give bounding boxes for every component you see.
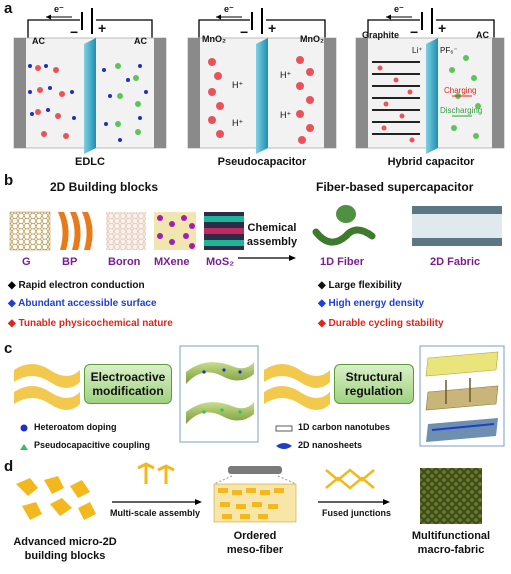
hybrid-pf6-ion-label: PF₆⁻ <box>440 46 458 55</box>
micro-2d-blocks-graphic <box>16 476 96 520</box>
electroactive-sheets-panel <box>179 345 259 443</box>
macro-fabric-graphic <box>420 468 482 524</box>
legend-carbon-nanotubes: 1D carbon nanotubes <box>298 422 391 432</box>
arrow-label-line1: Chemical <box>247 222 297 234</box>
left-bullet-3: ◆ Tunable physicochemical nature <box>8 318 173 329</box>
diamond-icon: ◆ <box>8 298 16 309</box>
pseudo-electron-label: e⁻ <box>224 4 234 14</box>
panel-b-label: b <box>4 172 14 189</box>
material-bp: BP <box>62 256 78 268</box>
pseudo-ion-label-1: H⁺ <box>232 80 244 90</box>
right-bullet-3: ◆ Durable cycling stability <box>318 318 444 329</box>
charging-label: Charging <box>444 86 477 95</box>
fused-junctions-label: Fused junctions <box>322 508 392 518</box>
fiber-label: 1D Fiber <box>320 256 365 268</box>
step3-line1: Multifunctional <box>411 530 491 542</box>
panel-a-label: a <box>4 0 13 17</box>
diamond-icon: ◆ <box>318 298 326 309</box>
chemical-assembly-arrow <box>238 255 296 261</box>
legend-heteroatom-doping: Heteroatom doping <box>34 422 117 432</box>
panel-d-label: d <box>4 458 14 475</box>
pseudocapacitor-cell <box>187 8 337 154</box>
edlc-electron-label: e⁻ <box>54 4 64 14</box>
pseudo-minus: − <box>240 24 249 40</box>
graphene-block <box>9 211 51 251</box>
multi-scale-assembly-arrow <box>112 462 202 505</box>
material-mxene: MXene <box>154 256 190 268</box>
legend-markers-c <box>20 424 293 450</box>
meso-fiber-graphic <box>213 466 297 523</box>
multi-scale-assembly-label: Multi-scale assembly <box>110 508 201 518</box>
step1-line2: building blocks <box>24 550 106 562</box>
mxene-block <box>154 212 196 250</box>
pseudo-caption: Pseudocapacitor <box>217 156 307 168</box>
hybrid-electron-label: e⁻ <box>394 4 404 14</box>
left-bullet-1: ◆ Rapid electron conduction <box>8 280 145 291</box>
pseudo-ion-label-2: H⁺ <box>232 118 244 128</box>
hybrid-right-electrode-label: AC <box>476 30 489 40</box>
arrow-label-line2: assembly <box>246 236 298 248</box>
hybrid-left-electrode-label: Graphite <box>362 30 400 40</box>
diamond-icon: ◆ <box>8 280 16 291</box>
diamond-icon: ◆ <box>8 318 16 329</box>
edlc-left-electrode-label: AC <box>32 36 45 46</box>
pseudo-plus: + <box>268 20 277 36</box>
right-bullet-1: ◆ Large flexibility <box>318 280 402 291</box>
edlc-caption: EDLC <box>75 156 105 168</box>
fused-junctions-arrow <box>318 468 390 505</box>
hybrid-minus: − <box>410 24 419 40</box>
edlc-right-electrode-label: AC <box>134 36 147 46</box>
wavy-sheet-icon-right <box>264 364 330 410</box>
1d-fiber-graphic <box>312 205 376 246</box>
pseudo-left-electrode-label: MnO₂ <box>202 34 226 44</box>
material-g: G <box>22 256 31 268</box>
step3-line2: macro-fabric <box>417 544 485 556</box>
left-bullet-2: ◆ Abundant accessible surface <box>8 298 157 309</box>
diamond-icon: ◆ <box>318 318 326 329</box>
structural-sheets-panel <box>419 345 505 447</box>
hybrid-li-ion-label: Li⁺ <box>412 46 423 55</box>
right-bullet-2: ◆ High energy density <box>318 298 425 309</box>
hybrid-capacitor-cell <box>355 8 505 154</box>
mos2-block <box>204 212 244 250</box>
fabric-label: 2D Fabric <box>430 256 481 268</box>
panel-c-label: c <box>4 340 13 357</box>
step2-line2: meso-fiber <box>226 544 284 556</box>
building-blocks-title: 2D Building blocks <box>50 180 159 194</box>
step1-line1: Advanced micro-2D <box>13 536 117 548</box>
borophene-block <box>106 212 146 250</box>
material-boron: Boron <box>108 256 141 268</box>
2d-fabric-graphic <box>412 206 502 246</box>
pseudo-right-electrode-label: MnO₂ <box>300 34 324 44</box>
black-phosphorus-block <box>58 212 93 250</box>
material-mos2: MoS₂ <box>206 256 235 268</box>
legend-pseudocapacitive-coupling: Pseudocapacitive coupling <box>34 440 151 450</box>
hybrid-caption: Hybrid capacitor <box>387 156 475 168</box>
hybrid-plus: + <box>438 20 447 36</box>
pseudo-ion-label-4: H⁺ <box>280 110 292 120</box>
diamond-icon: ◆ <box>318 280 326 291</box>
edlc-minus: − <box>70 24 79 40</box>
fiber-supercapacitor-title: Fiber-based supercapacitor <box>316 180 474 194</box>
discharging-label: Discharging <box>440 106 483 115</box>
legend-nanosheets: 2D nanosheets <box>298 440 363 450</box>
step2-line1: Ordered <box>233 530 277 542</box>
edlc-cell <box>13 8 167 154</box>
wavy-sheet-icon-left <box>14 364 80 410</box>
edlc-plus: + <box>98 20 107 36</box>
pseudo-ion-label-3: H⁺ <box>280 70 292 80</box>
